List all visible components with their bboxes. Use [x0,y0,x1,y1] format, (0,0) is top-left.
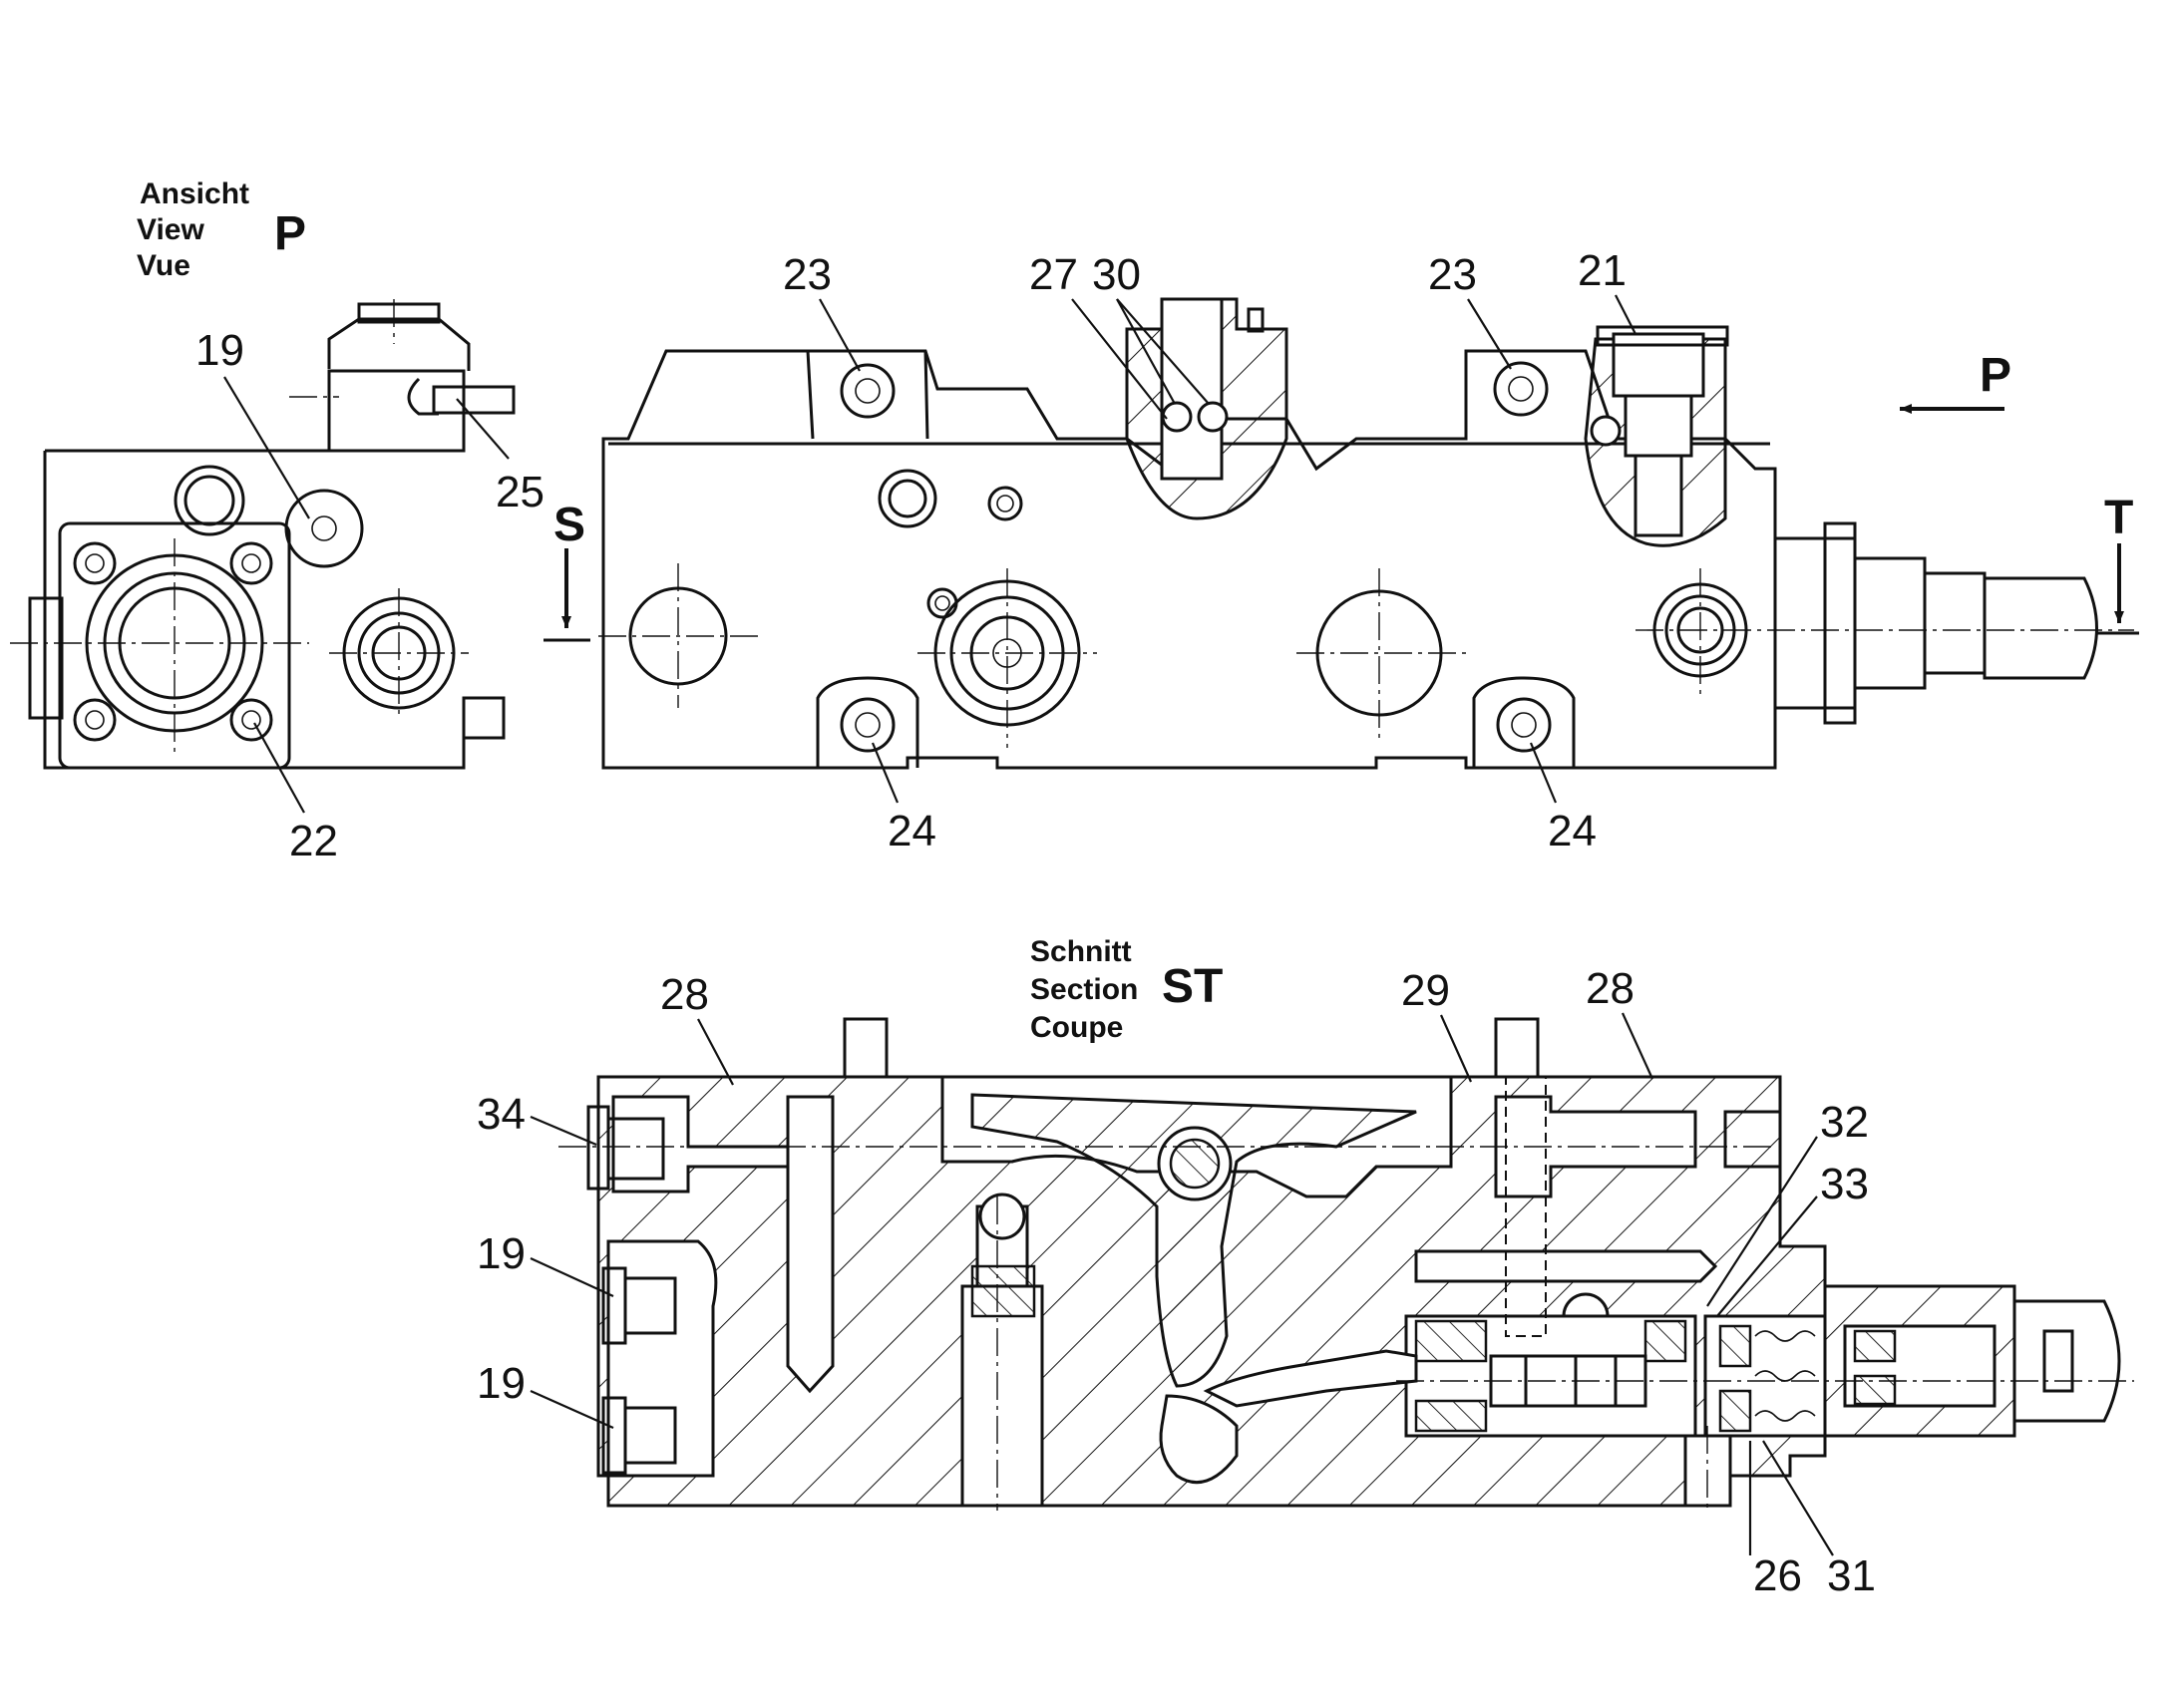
section-st-caption-line-2: Section [1030,973,1138,1006]
view-p-caption-line-1: Ansicht [140,177,249,210]
section-st-callouts: 28 29 28 34 19 19 32 33 26 31 [477,964,1876,1600]
section-st-caption: Schnitt Section Coupe ST [1030,935,1223,1044]
view-p-callouts: 19 25 22 [195,326,545,865]
callout-29: 29 [1401,966,1450,1015]
marker-s: S [553,499,585,551]
callout-22: 22 [289,817,338,865]
callout-23-left: 23 [783,250,832,299]
main-view-drawing [598,297,2134,770]
callout-31: 31 [1827,1551,1876,1600]
section-st-caption-line-1: Schnitt [1030,935,1132,968]
section-st-letter: ST [1162,960,1223,1013]
view-p-caption-line-3: Vue [137,249,190,282]
callout-30: 30 [1092,250,1141,299]
callout-32: 32 [1820,1098,1869,1147]
main-view-callouts: 23 27 30 23 21 24 24 [783,246,1636,855]
callout-25: 25 [496,468,545,516]
callout-19-low: 19 [477,1359,526,1408]
callout-26: 26 [1753,1551,1802,1600]
marker-p: P [1980,349,2011,402]
callout-28-left: 28 [660,970,709,1019]
view-p-caption: Ansicht View Vue P [137,177,306,282]
callout-28-right: 28 [1586,964,1635,1013]
section-st-drawing [558,1017,2134,1511]
callout-19-mid: 19 [477,1229,526,1278]
callout-23-right: 23 [1428,250,1477,299]
view-p-letter: P [274,207,306,260]
callout-19-top: 19 [195,326,244,375]
callout-24-left: 24 [888,807,936,855]
marker-t: T [2104,492,2133,544]
callout-24-right: 24 [1548,807,1597,855]
view-p-caption-line-2: View [137,213,204,246]
direction-markers: P S T [544,349,2139,642]
callout-21: 21 [1578,246,1627,295]
callout-33: 33 [1820,1160,1869,1208]
callout-34: 34 [477,1090,526,1139]
view-p-drawing [10,299,516,770]
section-st-caption-line-3: Coupe [1030,1011,1123,1044]
callout-27: 27 [1029,250,1078,299]
